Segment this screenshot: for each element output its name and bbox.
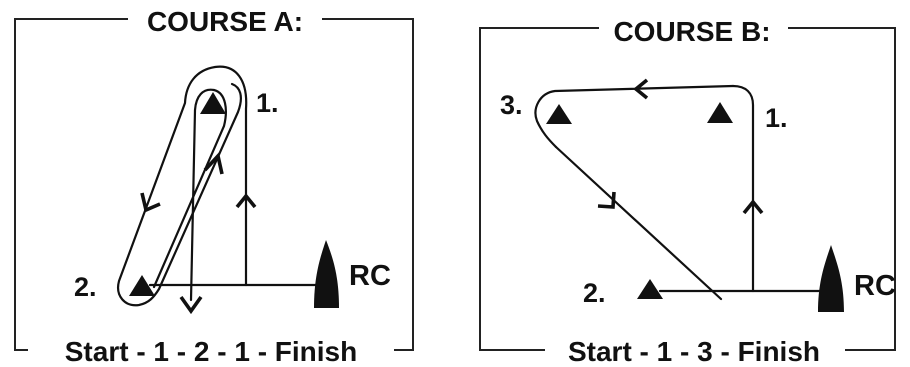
course-b-mark-1-label: 1. (765, 103, 788, 133)
course-b-mark-3 (546, 104, 572, 124)
course-b-mark-1 (707, 102, 733, 123)
course-a-panel: COURSE A: Start - 1 - 2 - 1 - Finish 1. … (14, 6, 414, 367)
course-a-arrow-downwind-left (140, 192, 161, 213)
course-a-committee-boat (314, 240, 339, 308)
course-b-committee-boat-label: RC (854, 270, 896, 302)
course-a-mark-1 (200, 92, 226, 114)
course-a-committee-boat-label: RC (349, 260, 391, 292)
course-b-mark-3-label: 3. (500, 90, 523, 120)
course-a-arrow-return (203, 152, 224, 175)
course-a-leg-2-to-1 (152, 88, 227, 302)
course-a-leg-1-to-2 (117, 65, 248, 307)
course-a-mark-2-label: 2. (74, 272, 97, 302)
course-a-title: COURSE A: (147, 6, 303, 37)
course-b-frame-top-right (788, 27, 896, 351)
course-b-panel: COURSE B: Start - 1 - 3 - Finish 1. 2. 3… (479, 16, 896, 367)
course-a-frame-top-right (322, 18, 414, 351)
course-b-sequence: Start - 1 - 3 - Finish (568, 336, 820, 367)
course-b-mark-2 (637, 279, 663, 299)
course-b-title: COURSE B: (613, 16, 770, 47)
course-b-arrow-downwind (597, 191, 616, 209)
course-a-frame-top-left (14, 18, 128, 351)
course-a-sequence: Start - 1 - 2 - 1 - Finish (65, 336, 357, 367)
course-b-mark-2-label: 2. (583, 278, 606, 308)
course-a-arrow-finish (179, 295, 203, 315)
course-a-mark-2 (129, 275, 155, 296)
course-b-leg-3-to-finish (554, 145, 723, 301)
course-b-leg-start-to-1 (731, 84, 755, 293)
course-b-arrow-upwind (742, 199, 764, 215)
course-b-arrow-reach (633, 78, 649, 100)
course-b-leg-1-to-3 (534, 84, 735, 149)
course-b-frame-top-left (479, 27, 599, 351)
course-a-arrow-upwind (235, 193, 257, 209)
course-b-committee-boat (818, 245, 844, 312)
course-a-mark-1-label: 1. (256, 88, 279, 118)
